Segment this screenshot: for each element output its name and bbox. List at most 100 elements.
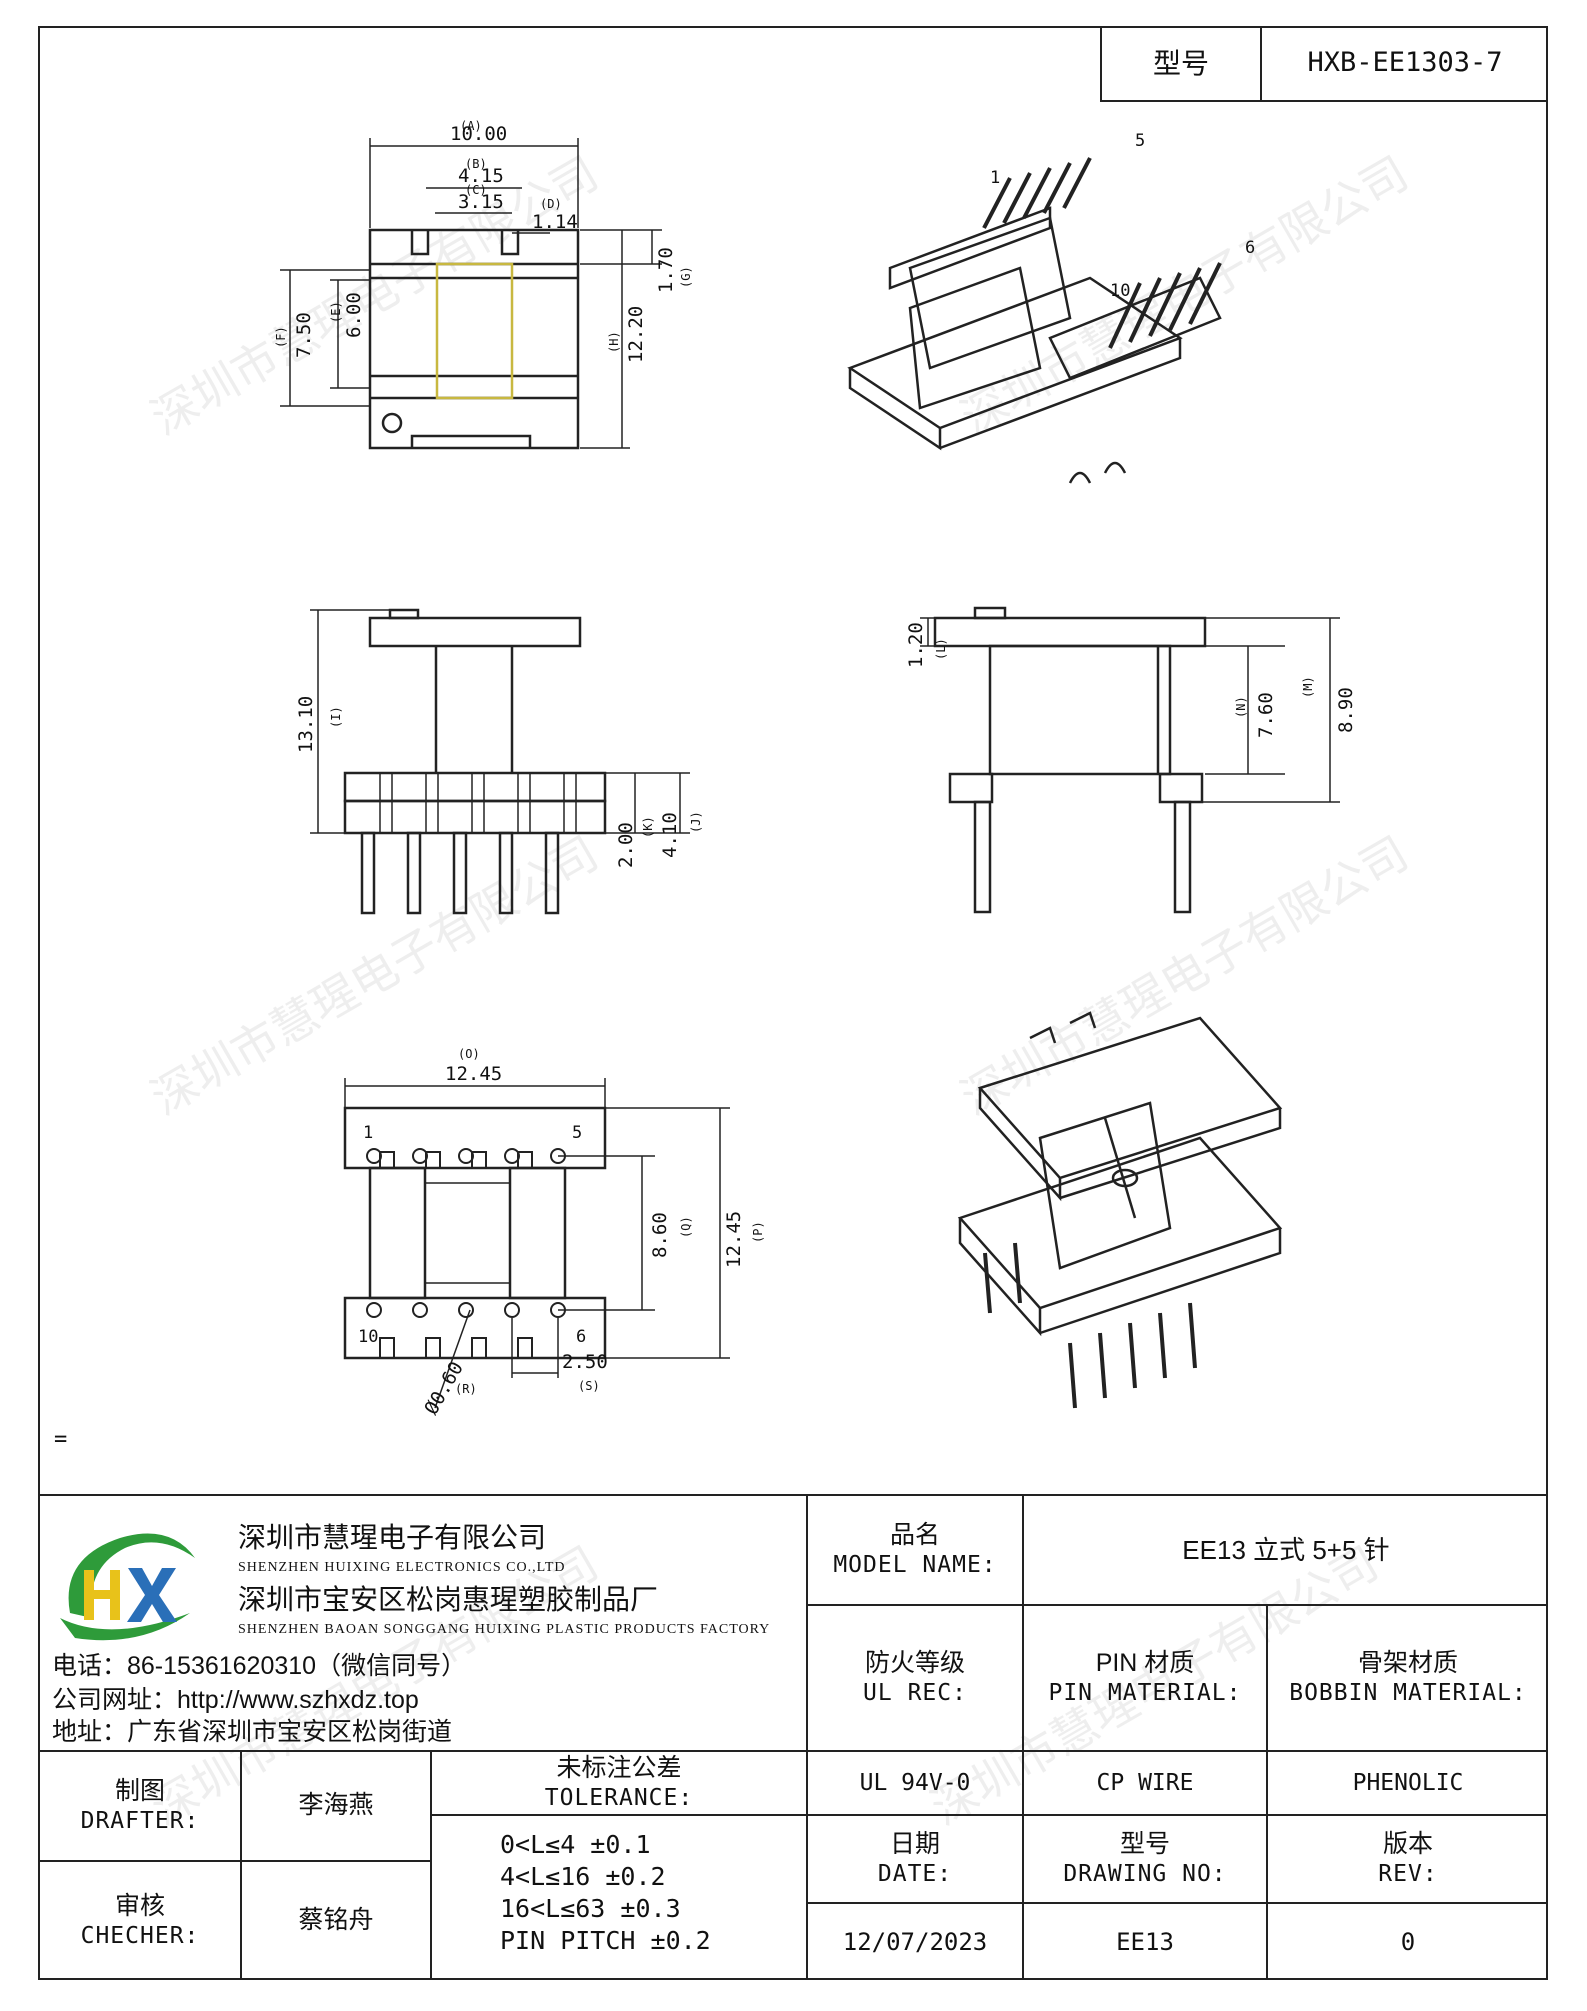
- model-value: HXB-EE1303-7: [1307, 47, 1503, 79]
- ul-en: UL REC:: [863, 1680, 967, 1707]
- date-cn: 日期: [889, 1830, 940, 1858]
- bobbin-en: BOBBIN MATERIAL:: [1289, 1680, 1527, 1707]
- drafter-en: DRAFTER:: [80, 1808, 200, 1835]
- checker-cn: 审核: [114, 1892, 165, 1920]
- dim-text: 3.15: [458, 191, 504, 213]
- dim-tag: (G): [679, 266, 693, 288]
- dim-text: 1.20: [905, 622, 927, 668]
- company-info: 深圳市慧瑆电子有限公司 SHENZHEN HUIXING ELECTRONICS…: [40, 1496, 802, 1750]
- dim-text: 13.10: [295, 696, 317, 753]
- dim-text: 1.70: [655, 247, 677, 293]
- front-view: [310, 608, 690, 915]
- model-name-cn: 品名: [889, 1521, 940, 1549]
- dim-tag: (A): [460, 119, 482, 133]
- checker-en: CHECHER:: [80, 1923, 200, 1950]
- top-view: [280, 138, 662, 450]
- pin-label: 1: [363, 1123, 373, 1143]
- dim-text: 1.14: [532, 211, 578, 233]
- dim-text: 7.60: [1255, 692, 1277, 738]
- tolerance-row: 4<L≤16 ±0.2: [500, 1862, 666, 1891]
- dim-text: 8.60: [649, 1212, 671, 1258]
- pin-label: 5: [572, 1123, 582, 1143]
- dim-text: 2.50: [562, 1351, 608, 1373]
- bobbin-cn: 骨架材质: [1357, 1649, 1458, 1677]
- dim-tag: (O): [458, 1047, 480, 1061]
- dim-tag: (E): [329, 301, 343, 323]
- ul-rec-header: 防火等级 UL REC:: [808, 1606, 1022, 1750]
- date-en: DATE:: [877, 1861, 953, 1888]
- dim-tag: (N): [1234, 696, 1248, 718]
- pin-label: 5: [1135, 131, 1145, 151]
- dim-tag: (B): [465, 157, 487, 171]
- drawing-frame: [38, 26, 1548, 1980]
- bottom-view: [343, 1078, 730, 1409]
- dim-text: 4.10: [659, 812, 681, 858]
- dim-text: 12.45: [445, 1063, 502, 1085]
- rev-en: REV:: [1378, 1861, 1438, 1888]
- dim-tag: (I): [329, 706, 343, 728]
- pin-cn: PIN 材质: [1095, 1649, 1195, 1677]
- model-box: 型号 HXB-EE1303-7: [1100, 26, 1548, 102]
- dim-tag: (Q): [679, 1216, 693, 1238]
- model-label: 型号: [1152, 47, 1209, 79]
- factory-name-en: SHENZHEN BAOAN SONGGANG HUIXING PLASTIC …: [238, 1622, 771, 1637]
- dim-tag: (H): [607, 331, 621, 353]
- date-header: 日期 DATE:: [808, 1816, 1022, 1902]
- ul-value: UL 94V-0: [859, 1769, 971, 1796]
- pin-label: 10: [1110, 281, 1130, 301]
- date-value: 12/07/2023: [842, 1928, 988, 1956]
- side-view: [920, 606, 1340, 914]
- pin-label: 6: [1245, 238, 1255, 258]
- dim-text: 7.50: [293, 312, 315, 358]
- dim-text: 12.20: [625, 306, 647, 363]
- tolerance-en: TOLERANCE:: [544, 1785, 694, 1812]
- ul-cn: 防火等级: [864, 1649, 965, 1677]
- bobbin-drawing: 10.00 (A) 4.15 (B) 3.15 (C) 1.14 (D) 1.7…: [54, 119, 1357, 1452]
- drawing-no-en: DRAWING NO:: [1063, 1861, 1227, 1888]
- drawing-no-cn: 型号: [1119, 1830, 1170, 1858]
- company-website: 公司网址：http://www.szhxdz.top: [52, 1686, 419, 1714]
- checker-name: 蔡铭舟: [298, 1906, 374, 1935]
- company-address: 地址：广东省深圳市宝安区松岗街道: [52, 1718, 453, 1746]
- pin-label: 10: [358, 1327, 378, 1347]
- dim-tag: (K): [641, 816, 655, 838]
- company-name-en: SHENZHEN HUIXING ELECTRONICS CO.,LTD: [238, 1560, 566, 1575]
- drawing-no-value: EE13: [1116, 1928, 1174, 1956]
- dim-tag: (M): [1301, 676, 1315, 698]
- dim-text: 12.45: [723, 1211, 745, 1268]
- dim-text: 2.00: [615, 822, 637, 868]
- pin-value: CP WIRE: [1096, 1769, 1194, 1796]
- drawing-no-header: 型号 DRAWING NO:: [1024, 1816, 1266, 1902]
- bobbin-value: PHENOLIC: [1352, 1769, 1464, 1796]
- tolerance-header: 未标注公差 TOLERANCE:: [432, 1752, 806, 1814]
- pin-label: 1: [990, 168, 1000, 188]
- rev-value: 0: [1400, 1928, 1416, 1956]
- drafter-header: 制图 DRAFTER:: [40, 1752, 240, 1860]
- dim-tag: (D): [540, 197, 562, 211]
- dim-tag: (P): [751, 1221, 765, 1243]
- dim-tag: (J): [689, 811, 703, 833]
- tolerance-cn: 未标注公差: [556, 1754, 682, 1782]
- factory-name-cn: 深圳市宝安区松岗惠瑆塑胶制品厂: [238, 1584, 659, 1615]
- bobbin-material-header: 骨架材质 BOBBIN MATERIAL:: [1268, 1606, 1548, 1750]
- rev-cn: 版本: [1382, 1830, 1433, 1858]
- tolerance-row: PIN PITCH ±0.2: [500, 1926, 711, 1955]
- iso-view-bottom: [957, 1011, 1283, 1409]
- iso-view-top: [847, 157, 1222, 484]
- pin-material-header: PIN 材质 PIN MATERIAL:: [1024, 1606, 1266, 1750]
- dim-tag: (R): [455, 1382, 477, 1396]
- dim-tag: (C): [465, 183, 487, 197]
- dim-text: 4.15: [458, 165, 504, 187]
- tolerance-row: 16<L≤63 ±0.3: [500, 1894, 681, 1923]
- dim-text: 8.90: [1335, 687, 1357, 733]
- model-name-value: EE13 立式 5+5 针: [1182, 1534, 1390, 1565]
- checker-header: 审核 CHECHER:: [40, 1862, 240, 1980]
- dim-text: 10.00: [450, 123, 507, 145]
- pin-label: 6: [576, 1327, 586, 1347]
- dim-tag: (F): [274, 326, 288, 348]
- company-phone: 电话：86-15361620310（微信同号）: [52, 1652, 467, 1680]
- tolerance-row: 0<L≤4 ±0.1: [500, 1830, 651, 1859]
- drafter-cn: 制图: [114, 1777, 165, 1805]
- dim-tag: (S): [578, 1379, 600, 1393]
- dim-text: 6.00: [343, 292, 365, 338]
